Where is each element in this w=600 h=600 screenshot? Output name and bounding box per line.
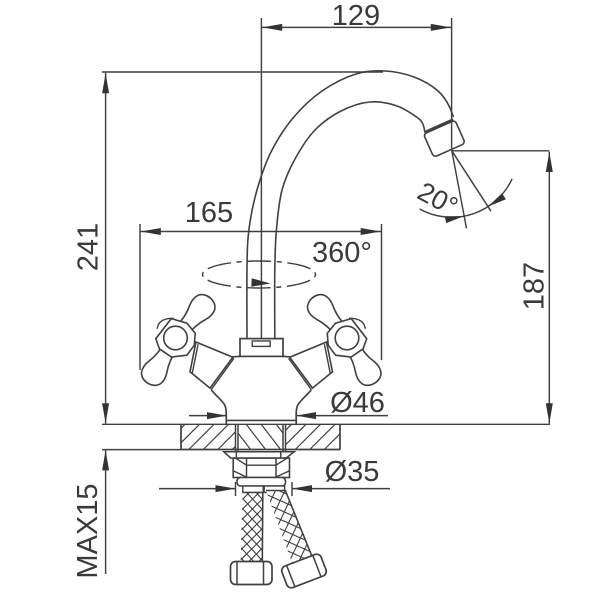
svg-text:Ø46: Ø46 [330, 387, 385, 419]
svg-text:165: 165 [185, 197, 233, 229]
svg-text:241: 241 [73, 223, 105, 271]
svg-text:MAX15: MAX15 [72, 483, 104, 578]
svg-text:129: 129 [332, 0, 380, 32]
svg-text:360°: 360° [312, 237, 372, 269]
svg-text:187: 187 [519, 262, 551, 310]
svg-text:Ø35: Ø35 [325, 456, 380, 488]
